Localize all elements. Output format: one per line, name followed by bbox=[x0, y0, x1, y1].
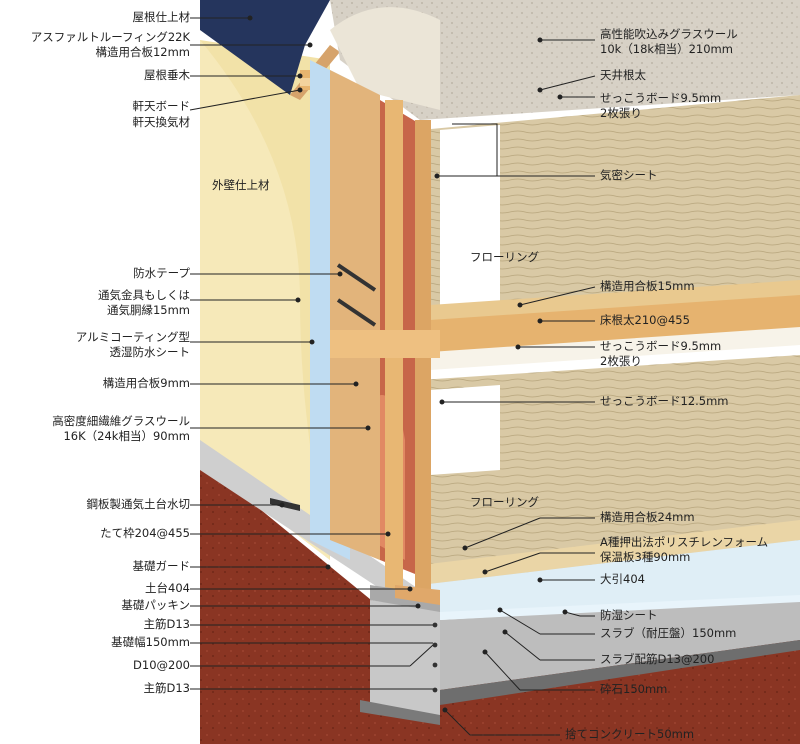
label-structural-plywood-9: 構造用合板9mm bbox=[102, 376, 190, 390]
floor-gypsum bbox=[430, 327, 800, 370]
leaders-right bbox=[434, 37, 596, 736]
label-stud: たて枠204@455 bbox=[100, 526, 190, 540]
label-aluminum-sheet-2: 透湿防水シート bbox=[109, 345, 191, 359]
label-d10: D10@200 bbox=[133, 658, 190, 672]
label-structural-plywood-15: 構造用合板15mm bbox=[600, 279, 695, 293]
label-waterproof-tape: 防水テープ bbox=[133, 266, 190, 280]
label-flooring-upper: フローリング bbox=[470, 250, 539, 264]
label-foundation-guard: 基礎ガード bbox=[132, 559, 191, 573]
rebar-3 bbox=[432, 662, 438, 668]
upper-room-cavity bbox=[440, 125, 500, 320]
label-hd-glasswool-1: 高密度細繊維グラスウール bbox=[52, 414, 190, 428]
label-steel-drip: 鋼板製通気土台水切 bbox=[86, 497, 191, 511]
gravel-shape bbox=[440, 640, 800, 705]
steel-drip-shape bbox=[270, 498, 300, 511]
label-soffit-board: 軒天ボード bbox=[132, 99, 191, 113]
label-structural-plywood-12: 構造用合板12mm bbox=[95, 45, 190, 59]
label-gypsum-floor-1: せっこうボード9.5mm bbox=[600, 339, 722, 353]
upper-room-wall bbox=[420, 95, 800, 330]
label-hd-glasswool-2: 16K（24k相当）90mm bbox=[63, 429, 190, 443]
label-gypsum-ceiling-2: 2枚張り bbox=[600, 106, 642, 120]
top-plate bbox=[330, 330, 440, 358]
label-ceiling-joist: 天井根太 bbox=[600, 68, 646, 82]
label-slab-rebar: スラブ配筋D13@200 bbox=[600, 652, 715, 666]
label-flooring-lower: フローリング bbox=[470, 495, 539, 509]
slab-shape bbox=[440, 600, 800, 690]
label-foundation-packing: 基礎パッキン bbox=[121, 598, 190, 612]
lean-concrete-shape bbox=[360, 700, 440, 725]
label-blown-glasswool-2: 10k（18k相当）210mm bbox=[600, 42, 733, 56]
label-floor-joist: 床根太210@455 bbox=[600, 313, 690, 327]
label-xps-2: 保温板3種90mm bbox=[600, 550, 691, 564]
label-exterior-finish: 外壁仕上材 bbox=[212, 178, 270, 192]
label-rafter: 屋根垂木 bbox=[144, 68, 190, 82]
label-slab: スラブ（耐圧盤）150mm bbox=[600, 626, 737, 640]
label-moisture-sheet: 防湿シート bbox=[600, 608, 658, 622]
moisture-sheet-shape bbox=[440, 595, 800, 620]
leaders-left bbox=[189, 15, 434, 690]
lower-room-cavity bbox=[430, 385, 500, 475]
attic-insulation bbox=[330, 0, 800, 120]
label-gravel: 砕石150mm bbox=[600, 682, 668, 696]
label-xps-1: A種押出法ポリスチレンフォーム bbox=[600, 535, 769, 549]
label-foundation-width: 基礎幅150mm bbox=[111, 635, 190, 649]
label-main-rebar-bottom: 主筋D13 bbox=[143, 681, 191, 695]
label-sill: 土台404 bbox=[145, 581, 190, 595]
label-asphalt-roofing: アスファルトルーフィング22K bbox=[30, 30, 190, 44]
foundation-concrete bbox=[370, 600, 440, 720]
tape-1 bbox=[336, 263, 377, 292]
floor-joist-band bbox=[430, 295, 800, 355]
label-aluminum-sheet-1: アルミコーティング型 bbox=[75, 330, 190, 344]
label-gypsum-ceiling-1: せっこうボード9.5mm bbox=[600, 91, 722, 105]
sill-plate bbox=[395, 585, 440, 605]
label-beam: 大引404 bbox=[600, 572, 645, 586]
rebar-2 bbox=[432, 642, 438, 648]
tape-2 bbox=[336, 298, 377, 327]
label-soffit-vent: 軒天換気材 bbox=[132, 115, 191, 129]
label-vent-fitting-1: 通気金具もしくは bbox=[98, 288, 190, 302]
label-lean-concrete: 捨てコンクリート50mm bbox=[565, 727, 695, 741]
label-main-rebar-top: 主筋D13 bbox=[143, 617, 191, 631]
lower-floor-plywood bbox=[420, 520, 800, 585]
rebar-1 bbox=[432, 622, 438, 628]
label-gypsum-floor-2: 2枚張り bbox=[600, 354, 642, 368]
label-blown-glasswool-1: 高性能吹込みグラスウール bbox=[600, 27, 738, 41]
label-gypsum-wall: せっこうボード12.5mm bbox=[600, 394, 729, 408]
label-vent-fitting-2: 通気胴縁15mm bbox=[106, 303, 190, 317]
label-airtight-sheet: 気密シート bbox=[600, 168, 658, 182]
roof-shingle bbox=[200, 0, 330, 95]
label-roof-finish: 屋根仕上材 bbox=[132, 10, 191, 24]
wall-sheathing-9 bbox=[330, 70, 380, 560]
soil bbox=[200, 460, 800, 744]
label-structural-plywood-24: 構造用合板24mm bbox=[600, 510, 695, 524]
rebar-4 bbox=[432, 687, 438, 693]
